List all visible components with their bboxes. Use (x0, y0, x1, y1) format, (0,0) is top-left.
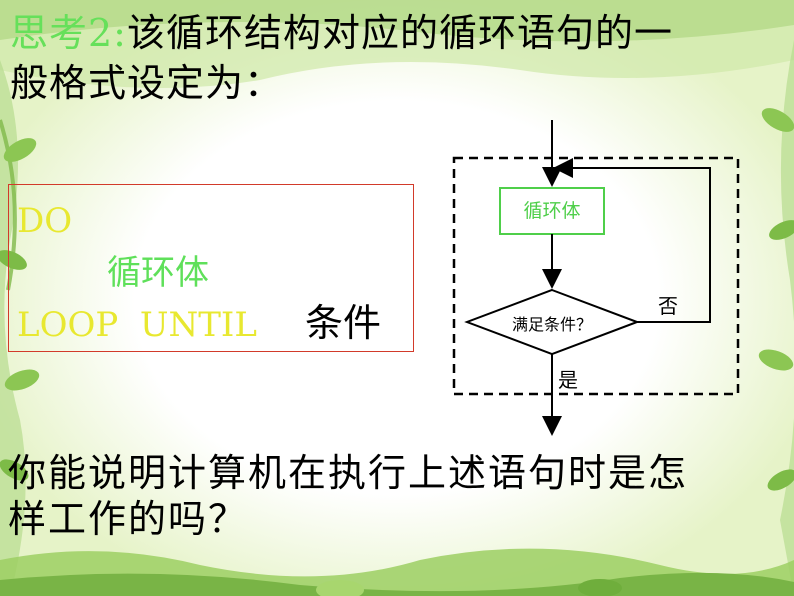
loop-dashed-frame (452, 156, 740, 396)
flow-decision-label: 满足条件？ (511, 315, 592, 334)
until-loop-flowchart (452, 120, 740, 436)
title-prefix: 思考2: (10, 11, 127, 55)
title-line1: 该循环结构对应的循环语句的一 (126, 11, 673, 55)
code-do: DO (17, 201, 73, 241)
flow-yes-label: 是 (558, 368, 578, 392)
slide-question: 你能说明计算机在执行上述语句时是怎 样工作的吗？ (8, 450, 778, 542)
code-loop-until: LOOP UNTIL (17, 305, 257, 345)
slide-title: 思考2:该循环结构对应的循环语句的一 般格式设定为： (10, 8, 780, 108)
code-condition: 条件 (305, 301, 382, 345)
flow-no-label: 否 (658, 294, 678, 318)
question-line2: 样工作的吗？ (8, 497, 249, 541)
flow-body-box (499, 187, 605, 235)
question-line1: 你能说明计算机在执行上述语句时是怎 (8, 451, 689, 495)
no-branch-arrow (553, 158, 711, 323)
title-line2: 般格式设定为： (10, 61, 284, 105)
code-loop-body: 循环体 (107, 253, 209, 293)
flow-body-label: 循环体 (523, 200, 581, 222)
loop-syntax-box: DO 循环体 LOOP UNTIL 条件 (8, 184, 414, 352)
